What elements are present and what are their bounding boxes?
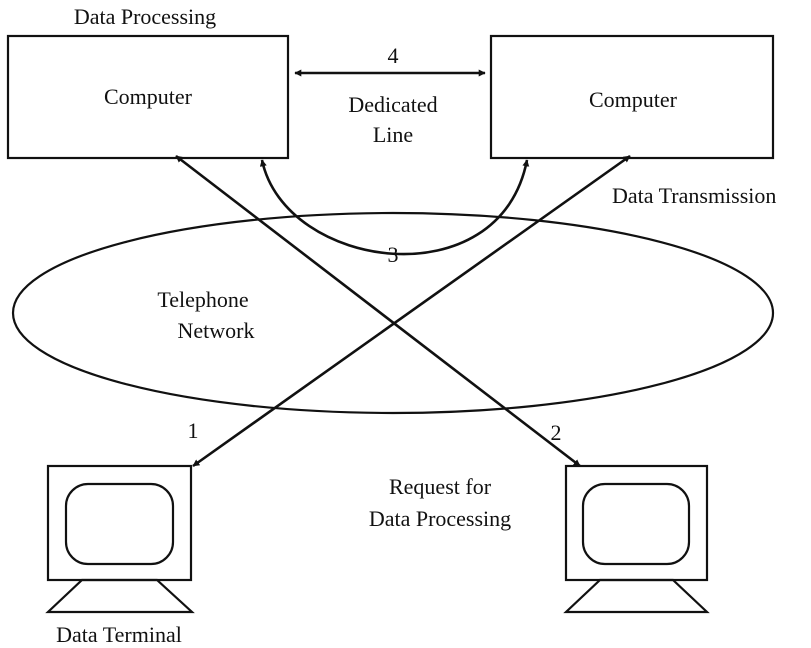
- data-transmission-label: Data Transmission: [612, 183, 776, 208]
- request-data-processing-label: Data Processing: [369, 506, 511, 531]
- request-for-label: Request for: [389, 474, 492, 499]
- data-terminal-right-icon: [563, 464, 710, 614]
- left-computer-to-terminal-2-arrow: [175, 154, 581, 468]
- computer-left-label: Computer: [104, 84, 193, 109]
- dedicated-line-number: 4: [388, 43, 399, 68]
- terminal-2-number: 2: [551, 420, 562, 445]
- terminal-1-number: 1: [188, 418, 199, 443]
- terminal-1-to-right-computer-arrow: [192, 154, 631, 468]
- data-processing-title: Data Processing: [74, 4, 216, 29]
- computer-right-label: Computer: [589, 87, 678, 112]
- data-terminal-left-icon: [45, 464, 195, 614]
- telephone-label: Telephone: [157, 287, 248, 312]
- right-computer-box: [489, 34, 775, 160]
- data-terminal-label: Data Terminal: [56, 622, 182, 647]
- dedicated-label-line-1: Dedicated: [348, 92, 437, 117]
- network-curve-number: 3: [388, 242, 399, 267]
- network-label: Network: [178, 318, 255, 343]
- network-curve-arrow: [259, 159, 530, 256]
- dedicated-label-line-2: Line: [373, 122, 413, 147]
- left-computer-box: [6, 34, 290, 160]
